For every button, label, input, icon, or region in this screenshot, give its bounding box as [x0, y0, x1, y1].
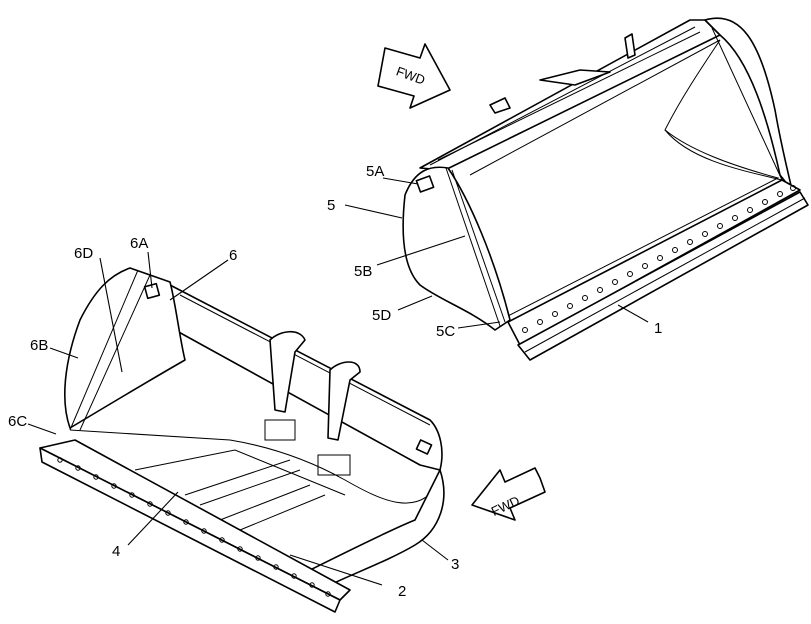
upper-edge-bolts	[522, 185, 796, 333]
lower-hitch-hook-left	[269, 330, 306, 413]
upper-hitch-bracket	[539, 69, 611, 86]
lower-cutting-edge	[39, 439, 351, 601]
label-6: 6	[229, 247, 237, 264]
lower-left-side-plate	[64, 267, 186, 429]
upper-bucket	[402, 17, 809, 361]
upper-side-pad-5a	[415, 175, 435, 193]
lower-edge-strip	[39, 447, 341, 613]
label-6d: 6D	[74, 245, 93, 262]
upper-left-side-plate	[402, 166, 511, 331]
leader-lines	[27, 177, 649, 586]
label-2: 2	[398, 583, 406, 600]
label-4: 4	[112, 543, 120, 560]
label-6b: 6B	[30, 337, 48, 354]
lower-bucket	[39, 267, 445, 613]
label-5d: 5D	[372, 307, 391, 324]
lower-right-side	[299, 469, 445, 586]
lower-interior-floor	[69, 429, 441, 504]
part-labels: 1 2 3 4 5 5A 5B 5C 5D 6 6A 6B 6C 6D	[8, 163, 662, 600]
label-5: 5	[327, 197, 335, 214]
lower-edge-bolts	[57, 457, 331, 597]
label-6c: 6C	[8, 413, 27, 430]
lower-hitch-hook-right	[327, 361, 361, 441]
label-5a: 5A	[366, 163, 384, 180]
label-6a: 6A	[130, 235, 148, 252]
label-5b: 5B	[354, 263, 372, 280]
label-5c: 5C	[436, 323, 455, 340]
lower-back-plate	[169, 284, 443, 471]
fwd-arrow-top: FWD	[377, 43, 451, 109]
upper-cutting-edge	[507, 179, 801, 346]
upper-hitch-tab	[624, 33, 636, 59]
label-3: 3	[451, 556, 459, 573]
upper-right-side-plate	[704, 17, 793, 191]
fwd-arrow-bottom: FWD	[471, 467, 546, 521]
label-1: 1	[654, 320, 662, 337]
lower-side-pad-6a	[143, 282, 161, 300]
lower-floor-ribs	[184, 419, 351, 531]
